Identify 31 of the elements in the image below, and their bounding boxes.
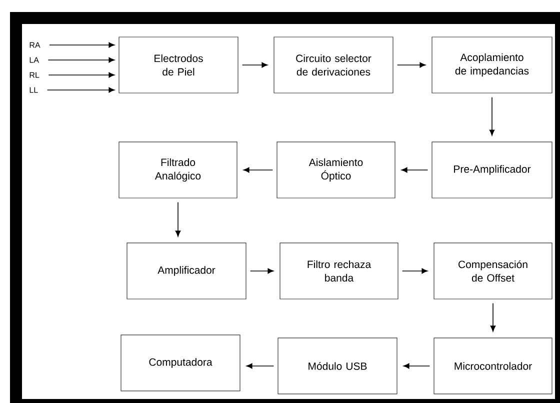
arrow (401, 167, 428, 173)
arrow (108, 87, 115, 93)
arrow (242, 62, 268, 68)
arrow (108, 42, 115, 48)
block-box: Filtro rechaza banda (280, 242, 398, 300)
block-box: Filtrado Analógico (118, 142, 238, 198)
arrow (246, 363, 274, 369)
block-box: Electrodos de Piel (118, 36, 238, 94)
block-box: Amplificador (126, 242, 246, 300)
signal-label: LL (30, 87, 38, 93)
arrow (489, 96, 495, 136)
block-box: Microcontrolador (434, 338, 552, 394)
arrow (490, 302, 496, 332)
arrow (175, 202, 181, 237)
block-box: Aislamiento Óptico (276, 142, 396, 198)
arrow (108, 57, 115, 63)
arrow (243, 167, 274, 173)
block-box: Acoplamiento de impedancias (432, 36, 552, 94)
block-box: Compensación de Offset (434, 242, 552, 300)
block-box: Módulo USB (278, 338, 398, 394)
arrow (402, 268, 428, 274)
arrow (108, 72, 115, 78)
block-box: Computadora (120, 334, 240, 392)
block-box: Circuito selector de derivaciones (274, 36, 394, 94)
signal-label: RA (30, 42, 40, 48)
arrow (396, 62, 426, 68)
signal-label: LA (30, 57, 39, 63)
block-box: Pre-Amplificador (432, 142, 552, 198)
arrow (403, 363, 430, 369)
arrow (250, 268, 274, 274)
signal-label: RL (30, 72, 40, 78)
